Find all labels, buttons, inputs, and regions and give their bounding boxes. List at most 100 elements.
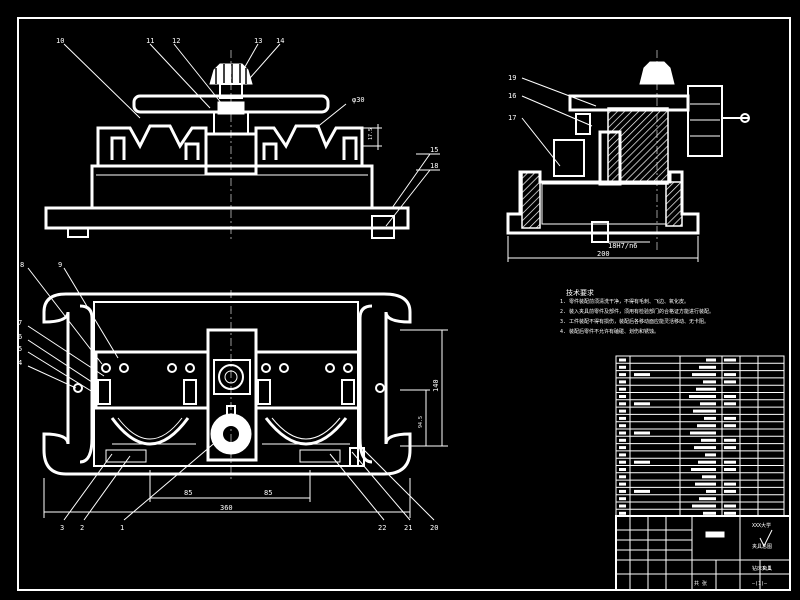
balloon-11: 11	[146, 37, 154, 45]
drawing-frame	[17, 17, 791, 591]
parts-row-material-mark	[724, 438, 736, 442]
parts-row-material-mark	[724, 446, 736, 450]
balloon-6: 6	[18, 333, 22, 341]
parts-row-index-mark	[619, 453, 626, 457]
parts-row-name-mark	[695, 482, 716, 486]
balloon-18: 18	[430, 162, 438, 170]
parts-row-index-mark	[619, 416, 626, 420]
parts-row-material-mark	[724, 489, 736, 493]
parts-row-name-mark	[700, 402, 716, 406]
balloon-13: 13	[254, 37, 262, 45]
parts-row-name-mark	[693, 409, 716, 413]
parts-row-material-mark	[724, 482, 736, 486]
surface-finish-icon	[759, 529, 773, 548]
parts-row-index-mark	[619, 402, 626, 406]
plan-view: 360 85 85 140 94.5 8 9 7 6 5 4 3 2 1	[18, 261, 448, 532]
parts-row-material-mark	[724, 395, 736, 398]
parts-row-name-mark	[699, 365, 716, 369]
parts-row-material-mark	[724, 511, 736, 515]
parts-row-index-mark	[619, 365, 626, 369]
parts-row-index-mark	[619, 387, 626, 391]
parts-row-name-mark	[701, 438, 716, 442]
dim-85-right: 85	[264, 489, 272, 497]
parts-row-name-mark	[704, 416, 716, 420]
tech-req-item-3: 3. 工件装配不得有损伤，装配后各移动面应能灵活移动、无卡阻。	[560, 318, 709, 325]
dim-fit-18h7-n6: 18H7/n6	[608, 242, 638, 250]
parts-row-index-mark	[619, 482, 626, 486]
parts-row-index-mark	[619, 409, 626, 413]
parts-row-material-mark	[724, 424, 736, 428]
title-stamp: —(1)—	[752, 581, 768, 587]
balloon-10: 10	[56, 37, 64, 45]
balloon-20: 20	[430, 524, 438, 532]
balloon-3: 3	[60, 524, 64, 532]
parts-row-index-mark	[619, 497, 626, 501]
dim-360: 360	[220, 504, 233, 512]
balloon-4: 4	[18, 359, 22, 367]
title-drawing-name: 夹具总图	[752, 543, 772, 550]
dim-140: 140	[432, 379, 440, 392]
parts-row-name-mark	[698, 460, 716, 464]
parts-row-index-mark	[619, 489, 626, 493]
balloon-2: 2	[80, 524, 84, 532]
parts-row-name-mark	[706, 358, 716, 362]
balloon-15: 15	[430, 146, 438, 154]
title-sheet: 共 张	[694, 580, 707, 587]
parts-row-code-mark	[634, 402, 650, 406]
parts-row-index-mark	[619, 446, 626, 450]
balloon-17: 17	[508, 114, 516, 122]
side-view: 200 18H7/n6 19 16 17	[506, 50, 750, 262]
parts-row-index-mark	[619, 380, 626, 384]
parts-row-name-mark	[696, 387, 716, 391]
parts-row-name-mark	[692, 504, 716, 508]
parts-row-material-mark	[724, 504, 736, 508]
plan-base-outline	[42, 292, 412, 476]
front-left-jaw	[96, 124, 208, 166]
balloon-22: 22	[378, 524, 386, 532]
parts-row-index-mark	[619, 395, 626, 398]
dim-phi30: φ30	[352, 96, 365, 104]
front-view: 17.5 φ30 10 11 12 13 14 15 18	[44, 37, 440, 240]
balloon-8: 8	[20, 261, 24, 269]
parts-row-code-mark	[634, 373, 650, 377]
dim-17-5: 17.5	[368, 128, 374, 140]
parts-row-index-mark	[619, 358, 626, 362]
parts-row-name-mark	[690, 431, 716, 435]
parts-row-code-mark	[634, 431, 650, 435]
parts-row-name-mark	[705, 453, 716, 457]
parts-list	[615, 355, 785, 517]
parts-row-index-mark	[619, 460, 626, 464]
balloon-5: 5	[18, 345, 22, 353]
tech-req-item-2: 2. 装入夹具前零件及部件，须用有检验部门的合格证方能进行装配。	[560, 308, 714, 315]
title-school: XXX大学	[752, 522, 771, 529]
balloon-19: 19	[508, 74, 516, 82]
parts-row-name-mark	[703, 511, 716, 515]
balloon-14: 14	[276, 37, 284, 45]
tech-req-title: 技术要求	[566, 288, 594, 297]
tech-req-item-4: 4. 装配后零件不允许有磕碰、划伤和锈蚀。	[560, 328, 659, 335]
balloon-1: 1	[120, 524, 124, 532]
dim-94-5: 94.5	[418, 416, 424, 428]
front-body	[90, 164, 374, 210]
balloon-9: 9	[58, 261, 62, 269]
parts-row-name-mark	[691, 468, 716, 471]
title-scale: 1:1	[762, 566, 771, 572]
balloon-16: 16	[508, 92, 516, 100]
balloon-21: 21	[404, 524, 412, 532]
parts-row-material-mark	[724, 416, 736, 420]
parts-row-material-mark	[724, 460, 736, 464]
parts-row-material-mark	[724, 468, 736, 471]
parts-list-entries	[619, 358, 736, 515]
dim-85-left: 85	[184, 489, 192, 497]
parts-row-index-mark	[619, 511, 626, 515]
parts-row-index-mark	[619, 431, 626, 435]
title-label-a: 钻床夹具	[752, 565, 772, 572]
parts-row-index-mark	[619, 475, 626, 479]
dim-200: 200	[597, 250, 610, 258]
tech-req-item-1: 1. 零件装配前须清洗干净，不得有毛刺、飞边、氧化皮。	[560, 298, 689, 305]
parts-row-material-mark	[724, 373, 736, 377]
parts-row-index-mark	[619, 424, 626, 428]
parts-row-code-mark	[634, 489, 650, 493]
parts-row-material-mark	[724, 402, 736, 406]
